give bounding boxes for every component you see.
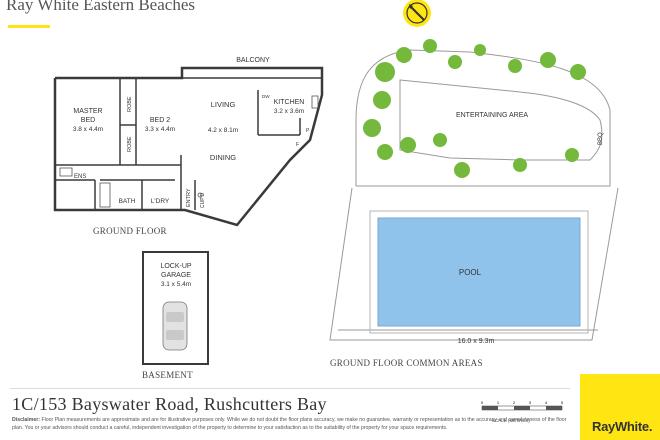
scale-tick-2: 2	[513, 400, 516, 405]
room-label-balcony: BALCONY	[236, 57, 270, 64]
scale-tick-4: 4	[545, 400, 548, 405]
fixtures	[59, 95, 319, 208]
room-label-master-bed: MASTER	[73, 108, 102, 115]
room-label-robe-1: ROBE	[127, 96, 133, 112]
room-label-robe-2: ROBE	[127, 136, 133, 152]
scale-tick-1: 1	[497, 400, 500, 405]
common-label-bbq: BBQ	[598, 132, 604, 145]
common-label-entertaining: ENTERTAINING AREA	[456, 112, 528, 119]
scale-bar: 0 1 2 3 4 5	[481, 400, 564, 411]
interior-walls	[55, 77, 322, 210]
disclaimer-label: Disclaimer:	[12, 417, 40, 423]
room-size-living: 4.2 x 8.1m	[208, 127, 238, 134]
brand-header: Ray White Eastern Beaches	[6, 0, 195, 14]
footer-divider	[10, 388, 570, 389]
pool	[377, 217, 581, 327]
room-label-entry: ENTRY	[186, 188, 192, 207]
room-size-master-bed: 3.8 x 4.4m	[73, 126, 103, 133]
room-label-ens: ENS	[74, 174, 86, 180]
room-label-kitchen: KITCHEN	[274, 99, 305, 106]
disclaimer: Disclaimer: Floor Plan measurements are …	[12, 416, 572, 432]
compass-icon	[403, 0, 431, 27]
room-label-bed2: BED 2	[150, 117, 170, 124]
raywhite-logo: RayWhite.	[580, 374, 660, 440]
scale-label: SCALE (METRES)	[492, 418, 530, 423]
label-p: P	[306, 128, 310, 134]
room-label-cupd: CUP'D	[200, 192, 206, 208]
garage-label-1: LOCK-UP	[160, 263, 191, 270]
scale-tick-0: 0	[481, 400, 484, 405]
garden-trees	[363, 39, 586, 178]
caption-ground-floor: GROUND FLOOR	[93, 226, 167, 236]
scale-tick-3: 3	[529, 400, 532, 405]
room-size-bed2: 3.3 x 4.4m	[145, 126, 175, 133]
label-dw: DW	[262, 94, 270, 99]
garage-size: 3.1 x 5.4m	[161, 281, 191, 288]
label-f: F	[296, 142, 299, 148]
room-size-kitchen: 3.2 x 3.6m	[274, 108, 304, 115]
property-address: 1C/153 Bayswater Road, Rushcutters Bay	[12, 394, 327, 414]
garage-label-2: GARAGE	[161, 272, 191, 279]
caption-common-areas: GROUND FLOOR COMMON AREAS	[330, 358, 483, 368]
room-label-dining: DINING	[210, 153, 236, 162]
scale-tick-5: 5	[561, 400, 564, 405]
logo-text: RayWhite.	[592, 419, 653, 434]
common-pool-size: 16.0 x 9.3m	[458, 338, 495, 345]
room-label-ldry: L'DRY	[151, 198, 170, 205]
room-label-living: LIVING	[211, 100, 236, 109]
garage-outline	[142, 251, 209, 365]
common-label-pool: POOL	[459, 268, 482, 277]
room-label-bath: BATH	[119, 198, 136, 205]
brand-underline	[8, 25, 50, 28]
room-label-master-bed-2: BED	[81, 117, 95, 124]
disclaimer-text: Floor Plan measurements are approximate …	[12, 417, 567, 431]
caption-basement: BASEMENT	[142, 370, 193, 380]
